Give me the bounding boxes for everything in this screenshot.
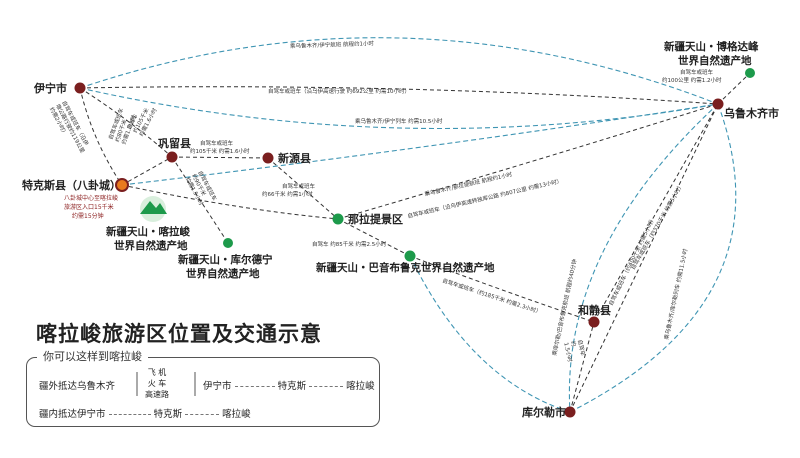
mode-train: 火 车 <box>147 379 167 388</box>
city-label-xinyuan: 新源县 <box>278 151 311 165</box>
row2-city: 特克斯 <box>153 409 183 420</box>
route-korla-hejing <box>569 321 595 413</box>
site-label-kalajun-1: 新疆天山・喀拉峻 <box>106 225 190 238</box>
route-urumqi-nalati-car <box>337 103 719 220</box>
row1-rest: 伊宁市 特克斯 喀拉峻 <box>203 378 375 392</box>
city-dot-hejing[interactable] <box>588 316 600 328</box>
site-dot-nalati[interactable] <box>332 213 344 225</box>
label-yining-urumqi-air: 乘乌鲁木齐/伊宁航班 航程约1小时 <box>290 39 375 50</box>
row1-city2: 特克斯 <box>277 381 307 392</box>
route-korla-bayanbulak-air <box>409 255 571 413</box>
label-gongliu-xinyuan-1: 自驾车或班车 <box>200 139 234 147</box>
title-block: 喀拉峻旅游区位置及交通示意 <box>36 318 322 348</box>
site-label-kalajun-2: 世界自然遗产地 <box>114 239 188 252</box>
site-label-kurdening-2: 世界自然遗产地 <box>186 267 260 280</box>
route-yining-gongliu <box>79 87 173 158</box>
label-urumqi-bogda-2: 约100公里 约需1.2小时 <box>662 76 722 84</box>
route-yining-tekes <box>79 87 123 186</box>
dash-2 <box>309 386 344 387</box>
how-to-get-heading: 你可以这样到喀拉峻 <box>37 348 148 364</box>
nodes: 伊宁市 乌鲁木齐市 特克斯县（八卦城） 八卦城中心至喀拉峻 旅游区入口15千米 … <box>22 40 779 419</box>
route-bayanbulak-hejing <box>409 255 595 323</box>
city-dot-xinyuan[interactable] <box>262 152 274 164</box>
label-yining-urumqi-train: 乘乌鲁木齐/伊宁列车 约需10.5小时 <box>355 117 443 125</box>
route-xinyuan-nalati <box>267 157 339 220</box>
modes-bracket <box>136 372 196 396</box>
tekes-note-1: 八卦城中心至喀拉峻 <box>64 194 118 202</box>
dash-4 <box>185 414 220 415</box>
route-yining-urumqi-car <box>79 86 719 105</box>
row2-start: 疆内抵达伊宁市 <box>39 409 106 420</box>
city-label-gongliu: 巩留县 <box>158 136 191 150</box>
city-label-yining: 伊宁市 <box>33 81 67 95</box>
route-gongliu-xinyuan <box>171 156 269 159</box>
dash-3 <box>108 414 151 415</box>
city-label-tekes: 特克斯县（八卦城） <box>22 178 121 192</box>
row1-end: 喀拉峻 <box>346 381 375 392</box>
city-label-korla: 库尔勒市 <box>522 405 566 419</box>
site-label-bayanbulak: 新疆天山・巴音布鲁克世界自然遗产地 <box>316 261 495 274</box>
city-dot-yining[interactable] <box>74 82 86 94</box>
site-dot-bayanbulak[interactable] <box>404 250 416 262</box>
route-korla-urumqi-train <box>569 103 737 413</box>
route-urumqi-bogda <box>717 72 751 105</box>
label-xinyuan-nalati-2: 约66千米 约需1小时 <box>262 190 313 198</box>
city-label-urumqi: 乌鲁木齐市 <box>724 106 779 120</box>
city-label-hejing: 和静县 <box>578 303 611 317</box>
label-nalati-bayanbulak: 自驾车 约85千米 约需2.5小时 <box>312 240 387 248</box>
label-korla-hejing-1: 自驾车 <box>576 339 587 357</box>
site-label-kurdening-1: 新疆天山・库尔德宁 <box>178 253 273 266</box>
route-tekes-gongliu <box>121 156 173 186</box>
route-tekes-nalati <box>121 184 339 220</box>
label-xinyuan-nalati-1: 自驾车或班车 <box>282 182 316 190</box>
label-gongliu-xinyuan-2: 约105千米 约需1.6小时 <box>190 147 250 155</box>
mode-highway: 高速路 <box>145 390 169 399</box>
route-hejing-urumqi <box>593 103 719 323</box>
row1-city1: 伊宁市 <box>203 381 232 392</box>
travel-modes: 飞 机 火 车 高速路 <box>145 367 169 400</box>
how-to-get-box: 你可以这样到喀拉峻 疆外抵达乌鲁木齐 飞 机 火 车 高速路 伊宁市 特克斯 喀… <box>26 348 380 427</box>
label-korla-hejing-2: 约 <box>569 340 578 348</box>
route-row-outside: 疆外抵达乌鲁木齐 <box>39 378 115 392</box>
label-urumqi-bogda-1: 自驾车或班车 <box>680 68 714 76</box>
route-korla-urumqi-car <box>569 103 719 413</box>
route-row-inside: 疆内抵达伊宁市 特克斯 喀拉峻 <box>39 406 251 420</box>
label-korla-urumqi-car: 自驾车或班车（约400千米 约需5小时） <box>607 215 657 307</box>
site-dot-bogda[interactable] <box>745 68 755 78</box>
city-dot-urumqi[interactable] <box>712 98 724 110</box>
city-dot-korla[interactable] <box>564 406 576 418</box>
map-title: 喀拉峻旅游区位置及交通示意 <box>36 322 322 346</box>
dash-1 <box>234 386 275 387</box>
site-label-bogda-2: 世界自然遗产地 <box>678 54 752 67</box>
site-dot-kurdening[interactable] <box>223 238 233 248</box>
mode-flight: 飞 机 <box>147 368 167 377</box>
label-bayanbulak-hejing: 自驾车或班车（约185千米 约需2.3小时） <box>441 276 542 316</box>
route-yining-urumqi-train <box>79 87 719 130</box>
tekes-note-2: 旅游区入口15千米 <box>64 203 114 211</box>
tekes-note-3: 约需15分钟 <box>72 212 104 220</box>
row2-end: 喀拉峻 <box>222 409 251 420</box>
city-label-nalati: 那拉提景区 <box>348 212 403 226</box>
route-urumqi-nalati-air <box>121 103 719 186</box>
kalajun-mountain-icon[interactable] <box>140 196 167 222</box>
row1-start: 疆外抵达乌鲁木齐 <box>39 381 116 392</box>
routes <box>79 37 751 413</box>
city-dot-tekes[interactable] <box>115 178 129 192</box>
site-label-bogda-1: 新疆天山・博格达峰 <box>664 40 759 53</box>
label-yining-urumqi-car: 自驾车或班车（沿乌伊高速行驶 约692公里 约需10小时） <box>268 87 410 95</box>
city-dot-gongliu[interactable] <box>166 151 178 163</box>
